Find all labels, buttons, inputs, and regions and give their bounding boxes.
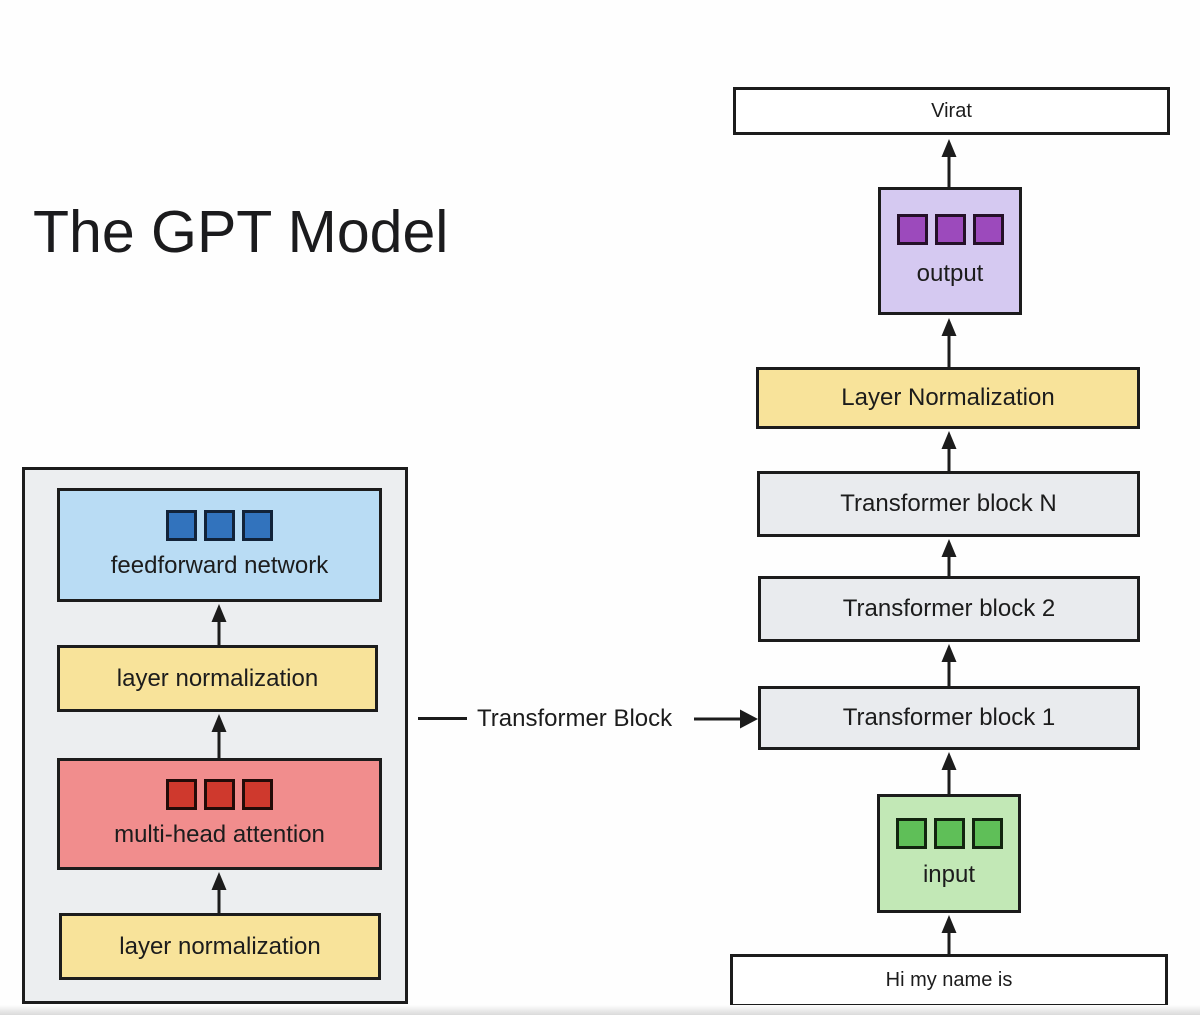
token-square <box>971 818 1003 849</box>
token-square <box>204 510 235 541</box>
arrow-up-icon <box>941 915 957 954</box>
token-squares <box>895 818 1003 849</box>
predicted-word-label: Virat <box>931 99 972 122</box>
arrow-up-icon <box>941 431 957 471</box>
token-square <box>242 510 273 541</box>
arrow-up-icon <box>941 139 957 187</box>
token-square <box>896 214 928 245</box>
token-square <box>895 818 927 849</box>
token-square <box>972 214 1004 245</box>
token-square <box>933 818 965 849</box>
arrow-up-icon <box>941 539 957 576</box>
transformer-block-connector-label: Transformer Block <box>477 705 673 732</box>
layer-normalization-label: Layer Normalization <box>841 384 1055 411</box>
transformer-block-n-label: Transformer block N <box>840 490 1057 517</box>
feedforward-network-box: feedforward network <box>57 488 382 602</box>
connector-dash <box>418 717 467 720</box>
predicted-word-box: Virat <box>733 87 1170 135</box>
arrow-up-icon <box>941 318 957 367</box>
output-box-label: output <box>916 260 984 287</box>
transformer-block-n-box: Transformer block N <box>757 471 1140 537</box>
arrow-right-icon <box>694 709 758 729</box>
input-embeddings-box: input <box>877 794 1021 913</box>
token-squares <box>166 510 273 541</box>
token-square <box>242 779 273 810</box>
arrow-up-icon <box>211 604 227 645</box>
token-squares <box>896 214 1004 245</box>
token-square <box>204 779 235 810</box>
layer-normalization-box: Layer Normalization <box>756 367 1140 429</box>
output-embeddings-box: output <box>878 187 1022 315</box>
transformer-block-1-box: Transformer block 1 <box>758 686 1140 750</box>
layer-normalization-upper-label: layer normalization <box>116 664 319 692</box>
feedforward-network-label: feedforward network <box>110 552 329 579</box>
layer-normalization-lower-box: layer normalization <box>59 913 381 980</box>
multi-head-attention-box: multi-head attention <box>57 758 382 870</box>
layer-normalization-upper-box: layer normalization <box>57 645 378 712</box>
token-square <box>166 779 197 810</box>
token-square <box>934 214 966 245</box>
input-box-label: input <box>922 861 976 888</box>
page-title: The GPT Model <box>33 199 449 265</box>
arrow-up-icon <box>211 872 227 913</box>
arrow-up-icon <box>941 644 957 686</box>
arrow-up-icon <box>211 714 227 758</box>
transformer-block-2-label: Transformer block 2 <box>842 595 1056 622</box>
prompt-text-label: Hi my name is <box>885 969 1013 991</box>
token-squares <box>166 779 273 810</box>
token-square <box>166 510 197 541</box>
window-bottom-edge <box>0 1005 1200 1015</box>
prompt-text-box: Hi my name is <box>730 954 1168 1007</box>
arrow-up-icon <box>941 752 957 794</box>
transformer-block-1-label: Transformer block 1 <box>842 704 1056 731</box>
transformer-block-2-box: Transformer block 2 <box>758 576 1140 642</box>
layer-normalization-lower-label: layer normalization <box>119 932 321 960</box>
multi-head-attention-label: multi-head attention <box>114 821 325 848</box>
